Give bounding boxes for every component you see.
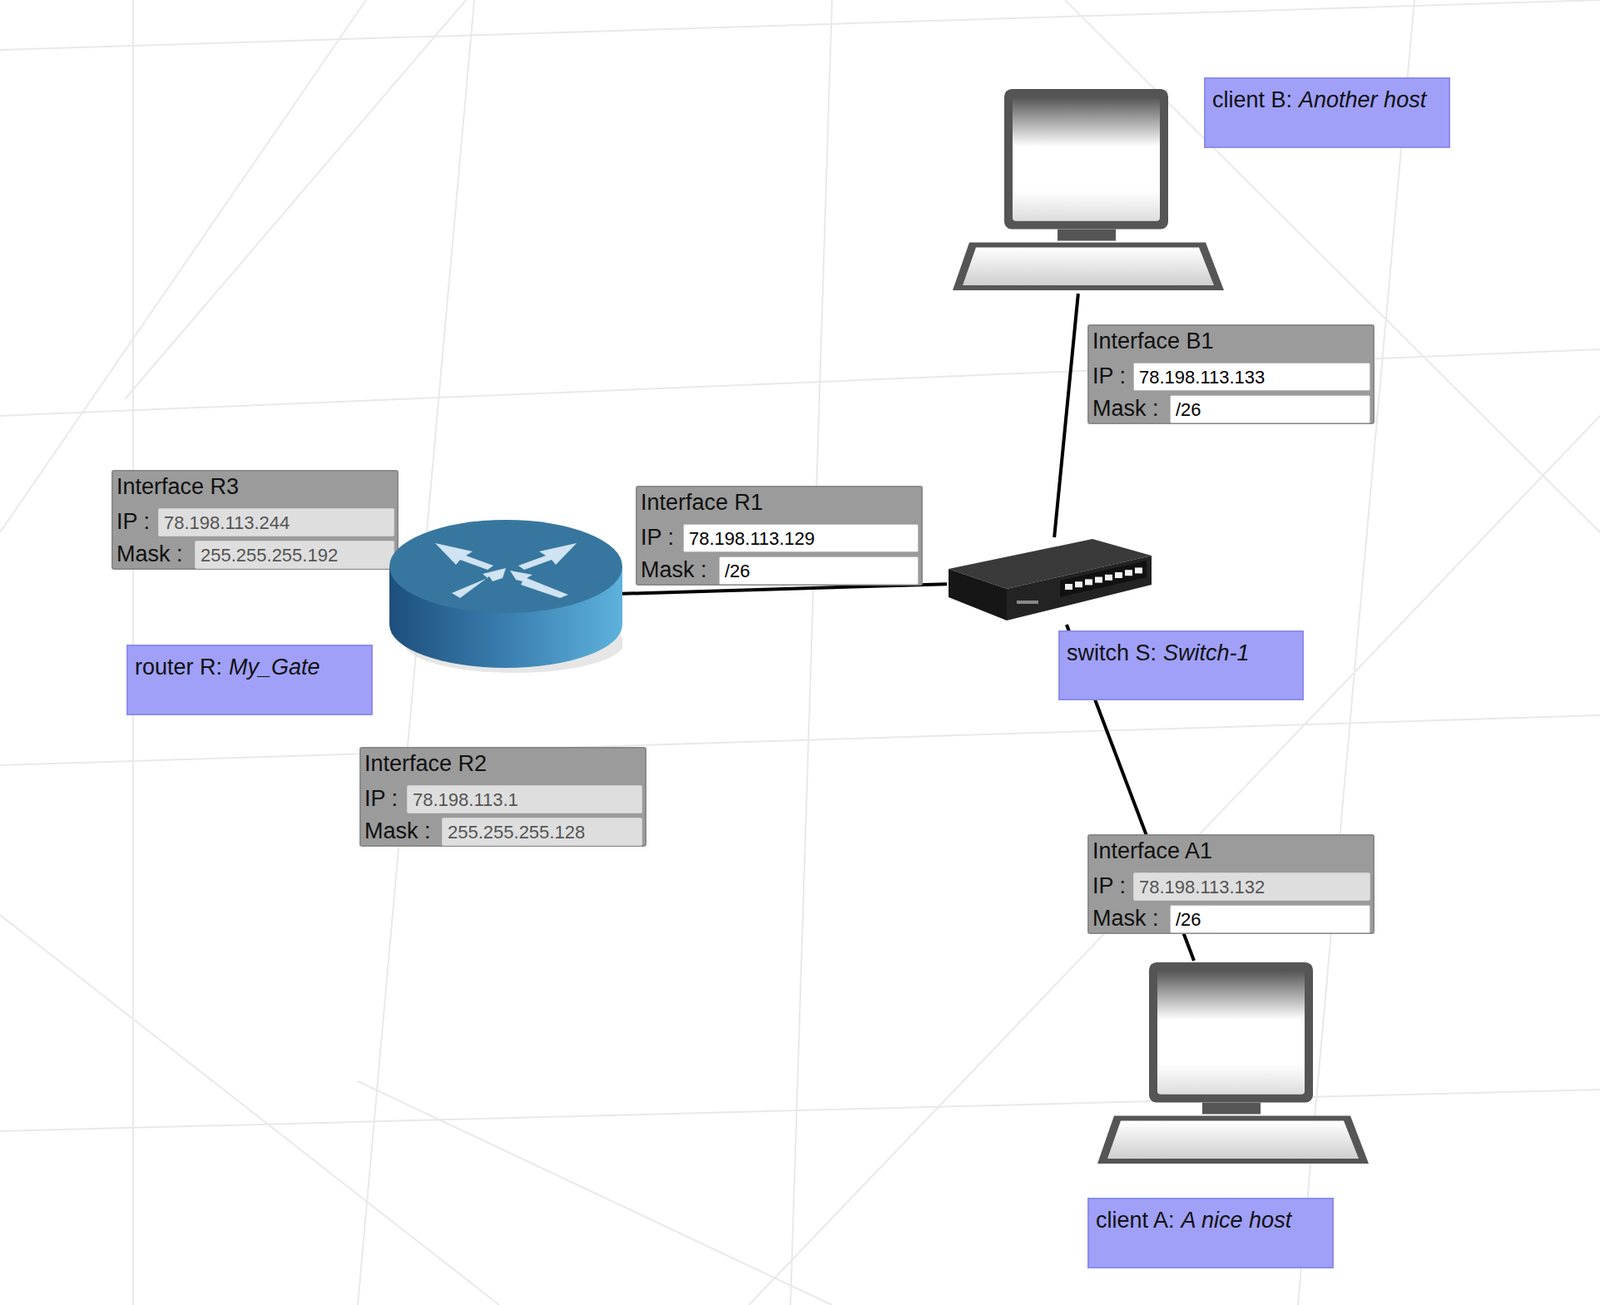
interface-title: Interface R2 [364,751,487,778]
input-field: /26 [1169,905,1371,934]
device-label: client B:Another host [1203,77,1451,149]
device-node: router R:My_Gate [389,518,623,677]
field-label: Mask : [1092,906,1160,932]
input-field: 255.255.255.128 [441,817,643,847]
field-value: /26 [1175,399,1202,422]
input-field: 78.198.113.1 [406,785,643,814]
field-value: 255.255.255.192 [200,544,338,567]
field-value: 78.198.113.132 [1139,876,1265,899]
input-field: 78.198.113.244 [158,508,395,537]
interface-box: Interface R3 IP : 78.198.113.244Mask : 255.… [111,470,399,570]
device-label: switch S:Switch-1 [1058,630,1304,701]
input-field: /26 [1169,395,1371,424]
input-field: 78.198.113.132 [1133,872,1371,902]
field-value: 255.255.255.128 [447,822,585,844]
field-value: /26 [1175,909,1202,932]
device-name: Switch-1 [1163,640,1250,666]
interface-title: Interface A1 [1092,838,1213,865]
field-label: Mask : [116,541,184,568]
field-value: /26 [724,560,751,583]
device-node: client B:Another host [951,87,1226,294]
interface-title: Interface B1 [1092,328,1214,355]
computer-icon [1095,960,1371,1168]
input-field: 78.198.113.129 [683,524,919,553]
device-label: client A:A nice host [1087,1198,1334,1269]
field-label: IP : [116,509,150,535]
field-label: IP : [640,525,674,551]
device-kind: client A: [1095,1208,1175,1234]
field-label: Mask : [364,818,431,845]
field-value: 78.198.113.1 [412,789,519,812]
device-kind: switch S: [1066,640,1157,666]
field-label: IP : [364,786,398,813]
device-name: A nice host [1181,1208,1293,1234]
interface-box: Interface R1 IP : 78.198.113.129Mask : /26 [635,485,923,586]
field-label: Mask : [640,557,708,584]
interface-box: Interface A1 IP : 78.198.113.132Mask : /26 [1087,834,1375,935]
field-value: 78.198.113.129 [688,528,815,550]
interface-box: Interface R2 IP : 78.198.113.1Mask : 255.25… [359,747,647,848]
input-field: /26 [718,556,919,585]
interface-box: Interface B1 IP : 78.198.113.133Mask : /26 [1087,324,1375,425]
field-value: 78.198.113.133 [1139,366,1265,389]
device-node: client A:A nice host [1095,960,1371,1168]
device-name: Another host [1298,87,1427,113]
interface-title: Interface R1 [640,490,763,516]
field-label: Mask : [1092,396,1160,422]
input-field: 255.255.255.192 [194,540,395,570]
device-kind: client B: [1212,87,1293,113]
network-link [1054,293,1079,538]
field-label: IP : [1092,363,1126,390]
router-icon [389,518,623,677]
field-value: 78.198.113.244 [163,512,290,535]
device-label: router R:My_Gate [126,644,373,716]
device-kind: router R: [134,654,223,680]
device-node: switch S:Switch-1 [946,537,1154,625]
field-label: IP : [1092,873,1126,900]
interface-title: Interface R3 [116,474,239,501]
device-name: My_Gate [228,654,321,680]
input-field: 78.198.113.133 [1133,362,1371,392]
switch-icon [946,537,1154,625]
computer-icon [951,87,1226,294]
